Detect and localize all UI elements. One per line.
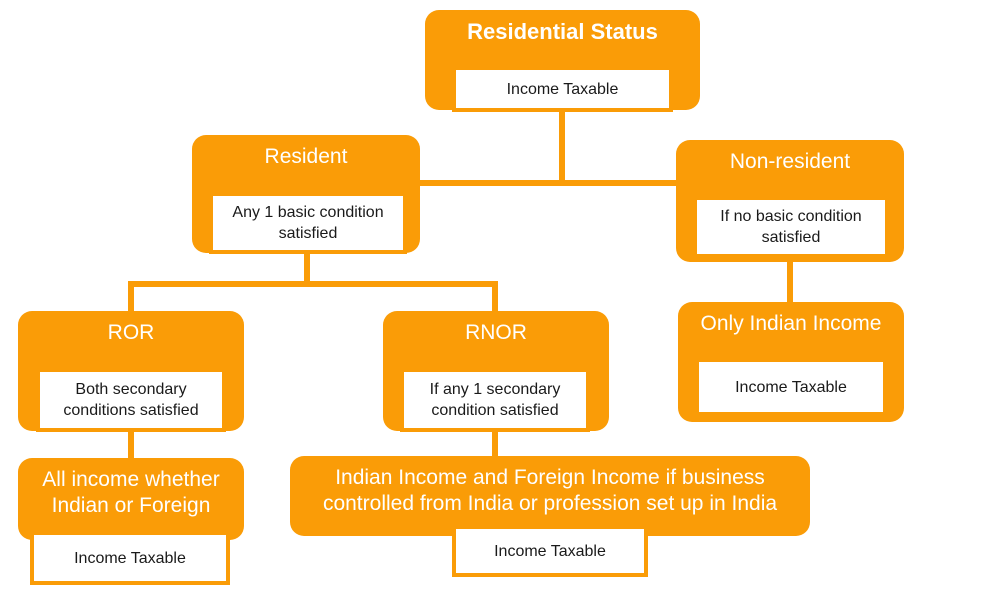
node-title-indian-and-foreign-income: Indian Income and Foreign Income if busi…: [322, 466, 778, 515]
subbox-text-non-resident: If no basic condition satisfied: [720, 208, 862, 246]
node-all-income[interactable]: All income whether Indian or Foreign: [18, 458, 244, 540]
subbox-text-all-income: Income Taxable: [74, 549, 186, 567]
connector-to-indian-and-foreign-income: [492, 430, 498, 458]
node-title-rnor: RNOR: [465, 321, 527, 344]
node-title-non-resident: Non-resident: [729, 150, 851, 173]
connector-to-only-indian-income: [787, 260, 793, 302]
node-title-resident: Resident: [264, 145, 348, 168]
subbox-text-residential-status: Income Taxable: [506, 80, 619, 98]
subbox-rnor[interactable]: If any 1 secondary condition satisfied: [400, 368, 590, 432]
subbox-residential-status[interactable]: Income Taxable: [452, 66, 673, 112]
subbox-non-resident[interactable]: If no basic condition satisfied: [693, 196, 889, 258]
subbox-only-indian-income[interactable]: Income Taxable: [695, 358, 887, 416]
node-title-residential-status: Residential Status: [467, 19, 658, 44]
connector-to-ror: [128, 281, 134, 311]
connector-to-rnor: [492, 281, 498, 311]
subbox-ror[interactable]: Both secondary conditions satisfied: [36, 368, 226, 432]
connector-row2-bus: [418, 180, 694, 186]
connector-to-all-income: [128, 430, 134, 458]
connector-resident-bus: [128, 281, 498, 287]
subbox-text-indian-and-foreign-income: Income Taxable: [494, 542, 606, 560]
node-title-all-income: All income whether Indian or Foreign: [42, 468, 220, 517]
node-indian-and-foreign-income[interactable]: Indian Income and Foreign Income if busi…: [290, 456, 810, 536]
subbox-all-income[interactable]: Income Taxable: [30, 531, 230, 585]
connector-resident-vertical: [304, 252, 310, 282]
subbox-resident[interactable]: Any 1 basic condition satisfied: [209, 192, 407, 254]
node-title-ror: ROR: [107, 321, 155, 344]
subbox-text-rnor: If any 1 secondary condition satisfied: [429, 381, 561, 419]
connector-root-vertical: [559, 110, 565, 186]
subbox-text-only-indian-income: Income Taxable: [735, 378, 847, 396]
node-title-only-indian-income: Only Indian Income: [700, 312, 882, 335]
subbox-text-ror: Both secondary conditions satisfied: [63, 381, 199, 419]
subbox-text-resident: Any 1 basic condition satisfied: [232, 204, 384, 242]
subbox-indian-and-foreign-income[interactable]: Income Taxable: [452, 525, 648, 577]
